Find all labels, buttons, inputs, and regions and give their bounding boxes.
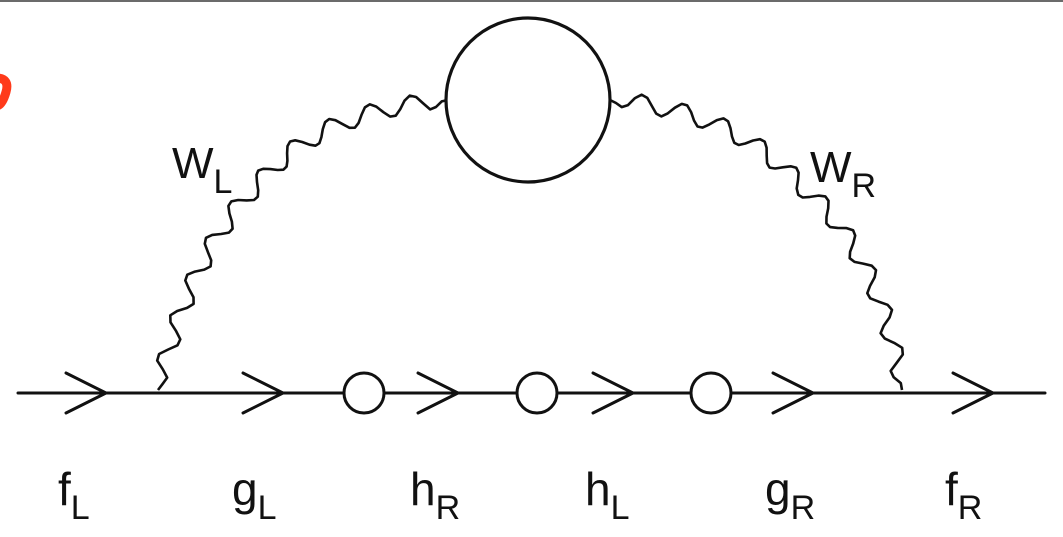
mass-insertion-1 <box>342 371 386 415</box>
mass-insertion-3 <box>689 371 733 415</box>
wr-boson-line <box>609 93 905 391</box>
mass-insertion-2 <box>515 371 559 415</box>
label-fl: fL <box>58 463 90 527</box>
arrow-5 <box>771 371 815 415</box>
label-fr: fR <box>945 463 982 527</box>
label-hr: hR <box>410 463 460 527</box>
arrow-4 <box>591 371 635 415</box>
top-border-rule <box>0 0 1063 2</box>
label-hl: hL <box>585 463 630 527</box>
label-gl: gL <box>232 463 277 527</box>
propagator-arrows <box>64 371 995 415</box>
label-gr: gR <box>765 463 815 527</box>
mass-insertions <box>342 371 733 415</box>
label-wr: WR <box>810 143 876 205</box>
arrow-1 <box>64 371 108 415</box>
accent-mark <box>0 73 12 110</box>
wl-boson-line <box>155 94 449 391</box>
self-energy-loop <box>444 16 612 184</box>
arrow-3 <box>416 371 460 415</box>
label-wl: WL <box>172 139 232 201</box>
fermion-labels: fL gL hR hL gR fR <box>58 463 982 527</box>
boson-labels: WL WR <box>172 139 876 205</box>
arrow-6 <box>951 371 995 415</box>
arrow-2 <box>241 371 285 415</box>
